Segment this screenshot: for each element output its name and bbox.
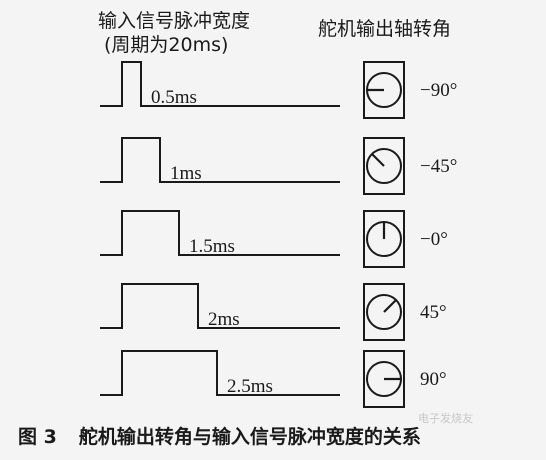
pulse-waveform [100,350,340,396]
shaft-angle-label: −45° [420,156,457,177]
figure-caption: 图 3 舵机输出转角与输入信号脉冲宽度的关系 [18,425,421,449]
servo-box [363,137,405,195]
pulse-width-label: 0.5ms [151,87,197,108]
servo-pointer [383,299,397,313]
row-5: 2.5ms 90° [100,350,447,408]
servo-box [363,210,405,268]
servo-dial [366,148,402,184]
shaft-angle-label: −90° [420,80,457,101]
pulse-width-label: 2ms [208,309,240,330]
servo-box [363,350,405,408]
servo-box [363,283,405,341]
servo-box [363,61,405,119]
shaft-angle-label: −0° [420,229,448,250]
rows-layer: 0.5ms −90° 1ms −45° 1.5ms −0° 2ms 45° 2.5ms 90° [100,61,457,408]
pulse-width-label: 1.5ms [189,236,235,257]
caption-text: 舵机输出转角与输入信号脉冲宽度的关系 [78,426,421,448]
pulse-waveform [100,283,340,329]
row-3: 1.5ms −0° [100,210,448,268]
period-note: (周期为20ms) [104,34,229,56]
figure-number: 图 3 [18,426,57,448]
pulse-width-label: 1ms [170,163,202,184]
watermark: 电子发烧友 [418,412,473,425]
pulse-width-label: 2.5ms [227,376,273,397]
servo-dial [366,294,402,330]
shaft-angle-label: 45° [420,302,447,323]
row-4: 2ms 45° [100,283,447,341]
row-1: 0.5ms −90° [100,61,457,119]
shaft-angle-header: 舵机输出轴转角 [318,18,452,40]
pulse-waveform [100,137,340,183]
row-2: 1ms −45° [100,137,457,195]
pulse-waveform [100,61,340,107]
servo-pointer [371,153,385,167]
shaft-angle-label: 90° [420,369,447,390]
pulse-waveform [100,210,340,256]
pulse-width-header: 输入信号脉冲宽度 [98,10,251,32]
